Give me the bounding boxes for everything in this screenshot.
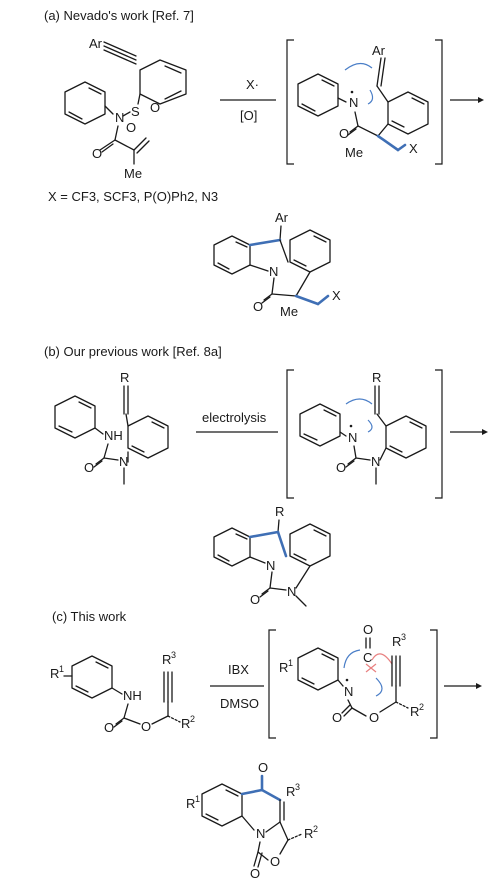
substrate-a: Ar S O O N O Me (64, 36, 187, 181)
substrate-c: R 1 NH O O R 2 R 3 (50, 650, 195, 735)
product-b: R N O N (213, 504, 331, 607)
svg-text:DMSO: DMSO (220, 696, 259, 711)
svg-text:1: 1 (288, 658, 293, 668)
svg-text:N: N (371, 454, 380, 469)
svg-text:O: O (339, 126, 349, 141)
svg-text:O: O (126, 120, 136, 135)
svg-text:O: O (336, 460, 346, 475)
svg-text:C: C (363, 650, 372, 665)
section-c-heading: (c) This work (52, 609, 127, 624)
svg-text:N: N (266, 558, 275, 573)
arrow-a: X· [O] (220, 77, 276, 123)
svg-text:Ar: Ar (372, 43, 386, 58)
svg-text:3: 3 (295, 782, 300, 792)
product-c: O R 1 R 3 N R 2 O O (186, 760, 318, 881)
svg-text:R: R (162, 652, 171, 667)
svg-text:Me: Me (280, 304, 298, 319)
svg-text:R: R (279, 660, 288, 675)
svg-text:N: N (115, 110, 124, 125)
arrow-c: IBX DMSO (210, 662, 264, 711)
product-a: Ar N O Me X (213, 210, 341, 319)
x-list: X = CF3, SCF3, P(O)Ph2, N3 (48, 189, 218, 204)
svg-text:O: O (250, 866, 260, 881)
svg-text:R: R (186, 796, 195, 811)
svg-text:3: 3 (401, 632, 406, 642)
svg-text:electrolysis: electrolysis (202, 410, 267, 425)
svg-text:N: N (344, 684, 353, 699)
svg-text:N: N (348, 430, 357, 445)
svg-text:O: O (92, 146, 102, 161)
intermediate-c: R 1 N O C R 3 R 2 O O (268, 622, 438, 739)
svg-text:R: R (286, 784, 295, 799)
svg-text:2: 2 (313, 824, 318, 834)
svg-text:X: X (332, 288, 341, 303)
svg-text:X: X (409, 141, 418, 156)
svg-text:[O]: [O] (240, 108, 257, 123)
svg-text:O: O (150, 100, 160, 115)
svg-text:3: 3 (171, 650, 176, 660)
section-a-heading: (a) Nevado's work [Ref. 7] (44, 8, 194, 23)
arrow-b: electrolysis (196, 410, 278, 433)
svg-text:R: R (410, 704, 419, 719)
svg-text:O: O (258, 760, 268, 775)
svg-text:Ar: Ar (89, 36, 103, 51)
svg-text:N: N (256, 826, 265, 841)
intermediate-b: N R O N (286, 369, 443, 499)
svg-text:R: R (372, 370, 381, 385)
svg-text:Ar: Ar (275, 210, 289, 225)
svg-text:1: 1 (195, 794, 200, 804)
svg-text:O: O (141, 719, 151, 734)
svg-text:Me: Me (345, 145, 363, 160)
svg-text:R: R (181, 716, 190, 731)
svg-text:R: R (120, 370, 129, 385)
svg-text:2: 2 (190, 714, 195, 724)
section-b-heading: (b) Our previous work [Ref. 8a] (44, 344, 222, 359)
substrate-b: R NH O N (54, 370, 169, 485)
svg-text:R: R (275, 504, 284, 519)
svg-text:N: N (269, 264, 278, 279)
svg-text:X·: X· (246, 77, 259, 92)
svg-text:1: 1 (59, 664, 64, 674)
svg-text:R: R (304, 826, 313, 841)
svg-text:N: N (119, 454, 128, 469)
intermediate-a: N Ar O Me X (286, 39, 443, 165)
svg-text:O: O (84, 460, 94, 475)
svg-text:S: S (131, 104, 140, 119)
svg-text:Me: Me (124, 166, 142, 181)
svg-text:O: O (363, 622, 373, 637)
svg-text:O: O (369, 710, 379, 725)
svg-text:NH: NH (123, 688, 142, 703)
svg-text:N: N (287, 584, 296, 599)
svg-text:O: O (253, 299, 263, 314)
svg-text:2: 2 (419, 702, 424, 712)
svg-text:R: R (50, 666, 59, 681)
svg-text:O: O (104, 720, 114, 735)
svg-text:R: R (392, 634, 401, 649)
svg-text:O: O (250, 592, 260, 607)
svg-text:O: O (332, 710, 342, 725)
svg-text:O: O (270, 854, 280, 869)
svg-text:NH: NH (104, 428, 123, 443)
svg-text:N: N (349, 95, 358, 110)
svg-text:IBX: IBX (228, 662, 249, 677)
